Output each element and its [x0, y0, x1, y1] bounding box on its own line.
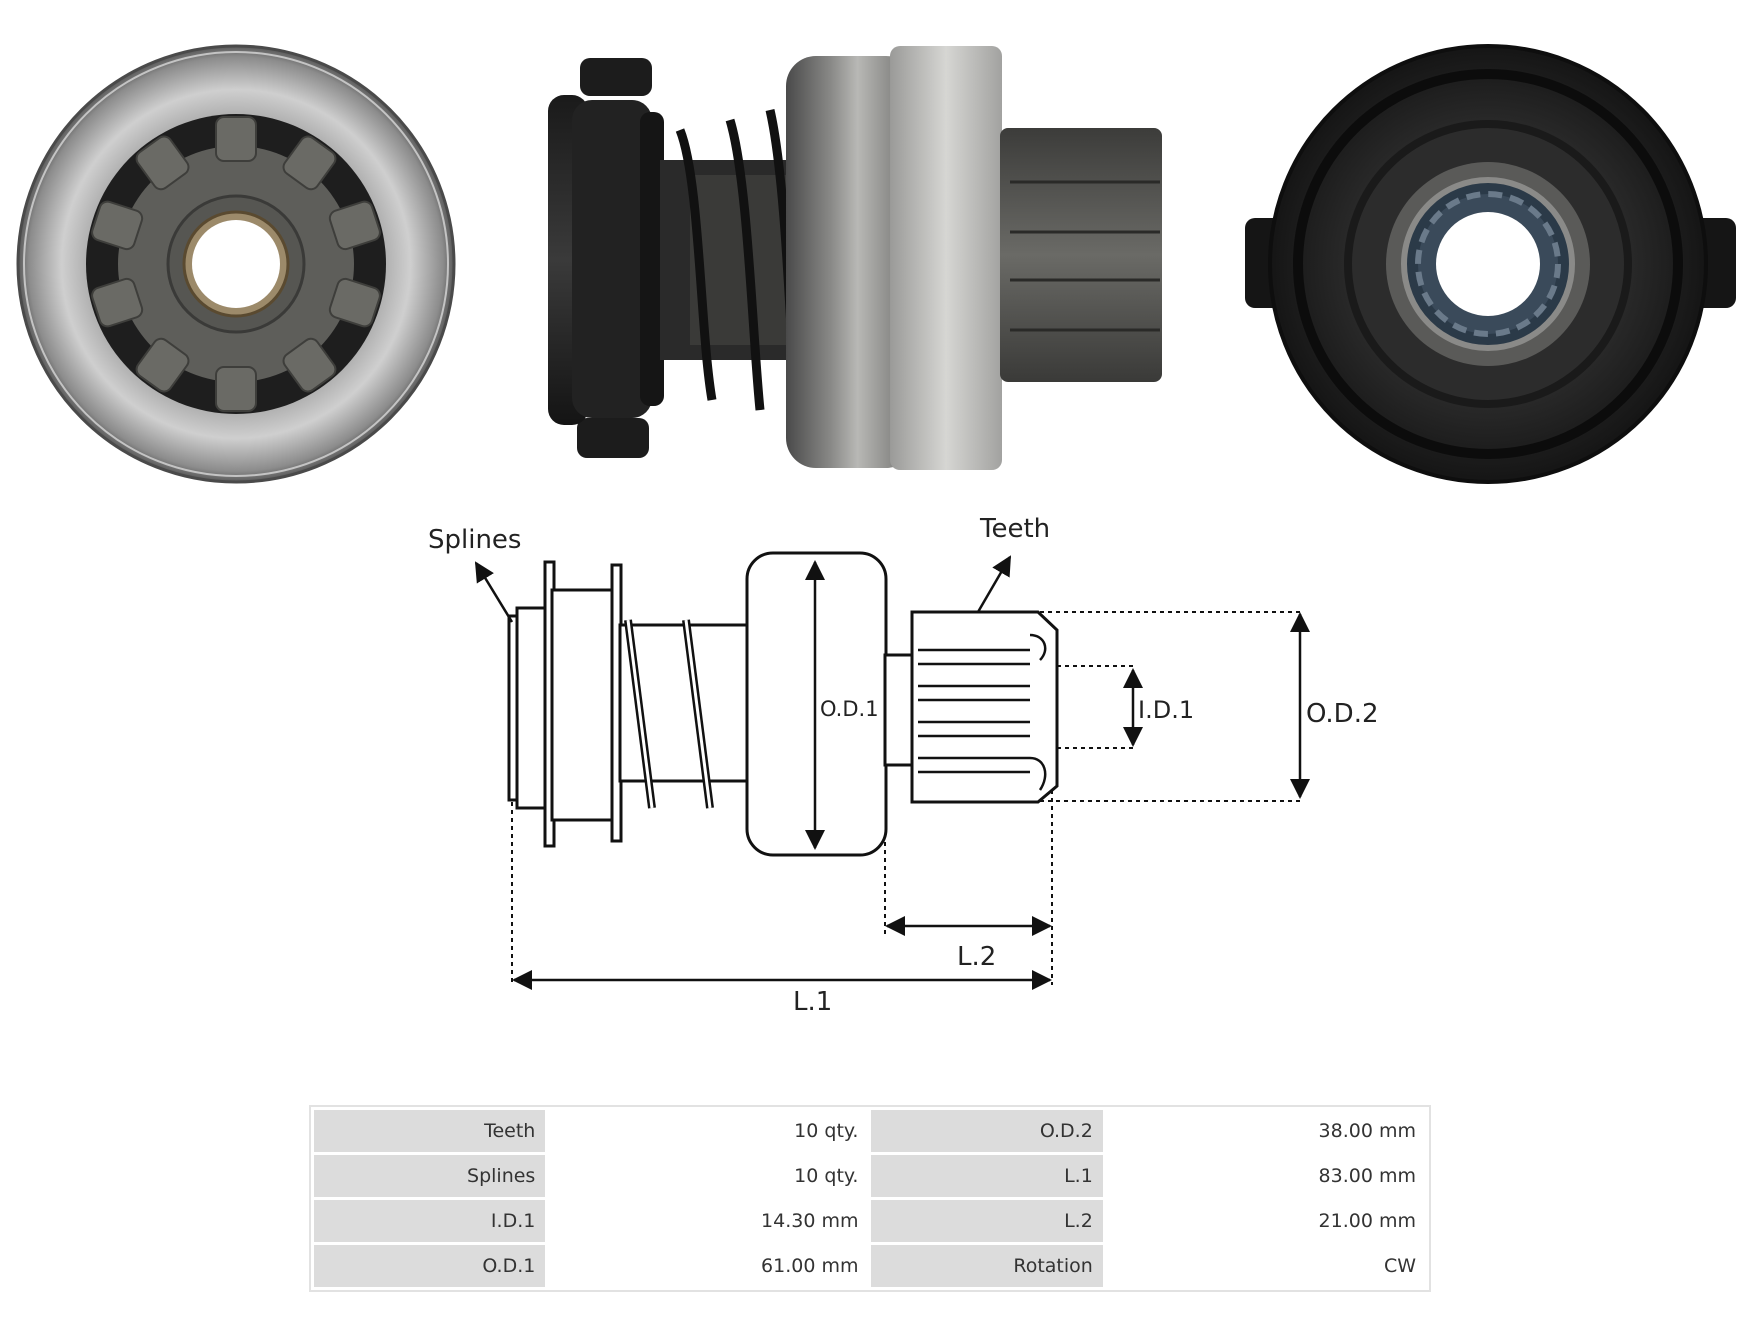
- side-view-photo: [548, 46, 1162, 470]
- spec-label: Splines: [314, 1155, 546, 1197]
- spec-value: CW: [1105, 1245, 1426, 1287]
- spec-label: Rotation: [871, 1245, 1103, 1287]
- spec-value: 10 qty.: [548, 1110, 869, 1152]
- splines-leader: [474, 561, 514, 623]
- gear-tooth: [328, 200, 381, 251]
- gear-tooth: [215, 366, 257, 412]
- spec-value: 21.00 mm: [1105, 1200, 1426, 1242]
- teeth-label: Teeth: [979, 514, 1050, 544]
- gear-tooth: [135, 337, 190, 393]
- spec-value: 83.00 mm: [1105, 1155, 1426, 1197]
- technical-drawing: [507, 551, 1059, 857]
- spec-label: I.D.1: [314, 1200, 546, 1242]
- spec-label: Teeth: [314, 1110, 546, 1152]
- spec-value: 10 qty.: [548, 1155, 869, 1197]
- pinion-gear-front: [91, 116, 381, 412]
- gear-teeth: [91, 116, 381, 412]
- gear-tooth: [91, 200, 144, 251]
- spec-label: O.D.1: [314, 1245, 546, 1287]
- teeth-leader: [976, 555, 1012, 613]
- spec-label: L.1: [871, 1155, 1103, 1197]
- l2-label: L.2: [957, 942, 996, 972]
- spec-value: 14.30 mm: [548, 1200, 869, 1242]
- front-view-photo: [16, 44, 456, 484]
- dimension-lines: [474, 555, 1310, 990]
- gear-tooth: [91, 277, 144, 328]
- od1-label: O.D.1: [820, 697, 879, 721]
- gear-tooth: [135, 135, 190, 191]
- gear-tooth: [328, 277, 381, 328]
- id1-label: I.D.1: [1138, 696, 1194, 724]
- spec-value: 61.00 mm: [548, 1245, 869, 1287]
- spec-value: 38.00 mm: [1105, 1110, 1426, 1152]
- back-view-photo: [1245, 44, 1736, 484]
- gear-tooth: [282, 337, 337, 393]
- od2-label: O.D.2: [1306, 699, 1379, 729]
- gear-tooth: [215, 116, 257, 162]
- l1-label: L.1: [793, 987, 832, 1017]
- gear-tooth: [282, 135, 337, 191]
- spec-label: O.D.2: [871, 1110, 1103, 1152]
- spec-label: L.2: [871, 1200, 1103, 1242]
- splines-label: Splines: [428, 525, 521, 555]
